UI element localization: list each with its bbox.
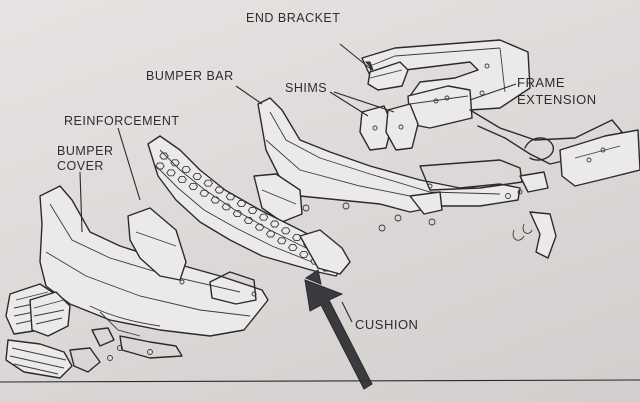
label-shims: SHIMS [285, 81, 328, 95]
label-end-bracket: END BRACKET [246, 11, 341, 25]
shims [329, 91, 419, 151]
honeycomb-cell [221, 203, 232, 211]
label-reinforcement: REINFORCEMENT [64, 114, 180, 128]
page-base-line [0, 379, 640, 383]
honeycomb-cell [243, 216, 254, 224]
label-frame-extension-line-2: EXTENSION [517, 92, 597, 107]
end-bracket [339, 43, 409, 91]
label-frame-extension-line-1: FRAME [517, 75, 565, 90]
cushion [299, 229, 353, 323]
honeycomb-cell [258, 213, 269, 221]
honeycomb-cell [214, 186, 225, 194]
honeycomb-cell [177, 176, 187, 184]
honeycomb-cell [265, 230, 276, 238]
honeycomb-cell [203, 179, 214, 187]
honeycomb-cell [159, 152, 169, 160]
honeycomb-cell [166, 169, 176, 177]
honeycomb-cell [210, 196, 221, 204]
bracket-hardware [427, 183, 557, 259]
label-bumper-bar: BUMPER BAR [146, 69, 234, 83]
bumper-cover [39, 171, 269, 359]
frame-extension [361, 39, 640, 187]
honeycomb-cell [170, 159, 180, 167]
honeycomb-cell [155, 162, 165, 170]
label-bumper-cover-line-1: BUMPER [57, 144, 114, 158]
label-bumper-cover: BUMPER COVER [57, 144, 113, 174]
honeycomb-cell [247, 206, 258, 214]
honeycomb-cell [225, 193, 236, 201]
honeycomb-cell [299, 250, 309, 258]
cushion-arrow [304, 279, 373, 390]
honeycomb-cell [276, 237, 287, 245]
honeycomb-cell [269, 220, 280, 228]
honeycomb-cell [188, 182, 198, 190]
label-bumper-cover-line-2: COVER [57, 159, 104, 173]
honeycomb-cell [232, 210, 243, 218]
honeycomb-cell [254, 223, 265, 231]
honeycomb-cell [288, 244, 298, 252]
honeycomb-cell [199, 189, 210, 197]
honeycomb-cell [181, 166, 191, 174]
honeycomb-cell [192, 172, 202, 180]
label-frame-extension: FRAME EXTENSION [517, 74, 597, 108]
honeycomb-cell [236, 200, 247, 208]
honeycomb-cell [280, 227, 291, 235]
grille-pieces [5, 283, 115, 379]
label-cushion: CUSHION [355, 317, 419, 332]
